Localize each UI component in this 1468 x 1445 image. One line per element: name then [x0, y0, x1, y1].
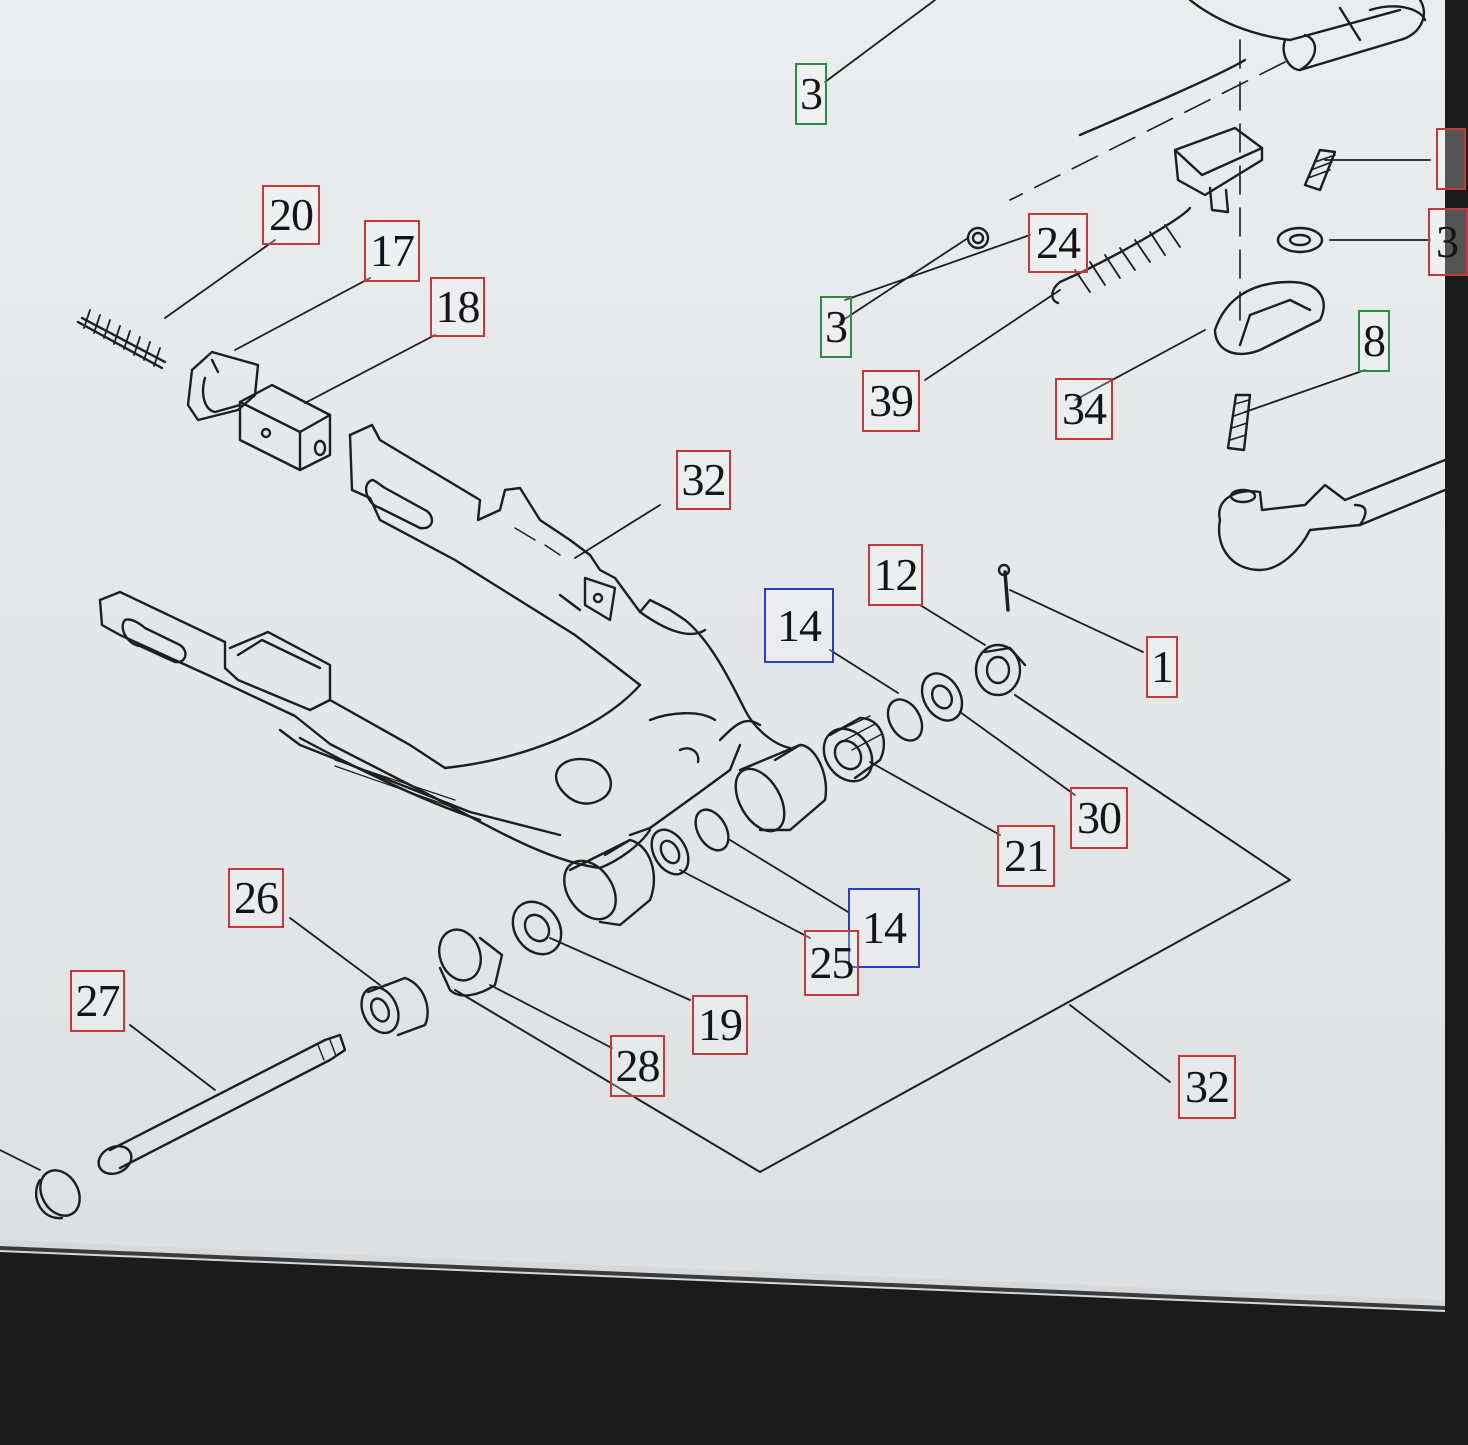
spring-bracket [966, 126, 1264, 305]
callout-28[interactable]: 28 [610, 1035, 665, 1097]
callout-3-mid[interactable]: 3 [820, 296, 852, 358]
callout-21[interactable]: 21 [997, 825, 1055, 887]
top-right-mechanism [1078, 0, 1427, 137]
callout-27[interactable]: 27 [70, 970, 125, 1032]
callout-25[interactable]: 25 [804, 930, 859, 996]
assembly-outline [454, 694, 1291, 1173]
washer-25 [650, 828, 690, 876]
callout-8[interactable]: 8 [1358, 310, 1390, 372]
bushing-28 [438, 928, 504, 997]
block-18 [238, 383, 332, 472]
sleeve-lower [563, 838, 656, 927]
washer-14-lower [694, 808, 730, 852]
callout-24[interactable]: 24 [1028, 213, 1088, 273]
callout-20[interactable]: 20 [262, 185, 320, 245]
bushing-26 [360, 976, 429, 1037]
washer-30 [920, 672, 964, 722]
callout-clipped-right-top[interactable] [1436, 128, 1466, 190]
dashed-centerlines [1009, 39, 1286, 331]
plate-17 [186, 350, 260, 422]
callout-12[interactable]: 12 [868, 544, 923, 606]
right-small-parts [1213, 148, 1337, 452]
callout-30[interactable]: 30 [1070, 787, 1128, 849]
callout-1[interactable]: 1 [1146, 636, 1178, 698]
callout-3-top[interactable]: 3 [795, 63, 827, 125]
shaft-27 [97, 1033, 347, 1175]
callout-32-lower[interactable]: 32 [1178, 1055, 1236, 1119]
pin-1 [997, 563, 1011, 612]
callout-14-lower[interactable]: 14 [848, 888, 920, 968]
washer-19 [511, 900, 563, 956]
right-lever [1217, 458, 1447, 572]
callout-19[interactable]: 19 [692, 995, 748, 1055]
upper-arm-32 [348, 423, 792, 770]
spring-20 [76, 309, 167, 370]
ring-bottom-left [35, 1169, 81, 1220]
callout-17[interactable]: 17 [364, 220, 420, 282]
callout-14-upper[interactable]: 14 [764, 588, 834, 663]
callout-34[interactable]: 34 [1055, 378, 1113, 440]
washer-14-upper [886, 698, 924, 742]
callout-26[interactable]: 26 [228, 868, 284, 928]
nut-12 [974, 643, 1027, 697]
callout-32-upper[interactable]: 32 [676, 450, 731, 510]
lower-arm [98, 590, 762, 870]
leader-lines [0, 0, 1430, 1170]
nut-21 [822, 715, 886, 783]
callout-39[interactable]: 39 [862, 370, 920, 432]
callout-18[interactable]: 18 [430, 277, 485, 337]
callout-clipped-right-mid[interactable]: 3 [1428, 208, 1468, 276]
sleeve-upper [734, 743, 828, 833]
